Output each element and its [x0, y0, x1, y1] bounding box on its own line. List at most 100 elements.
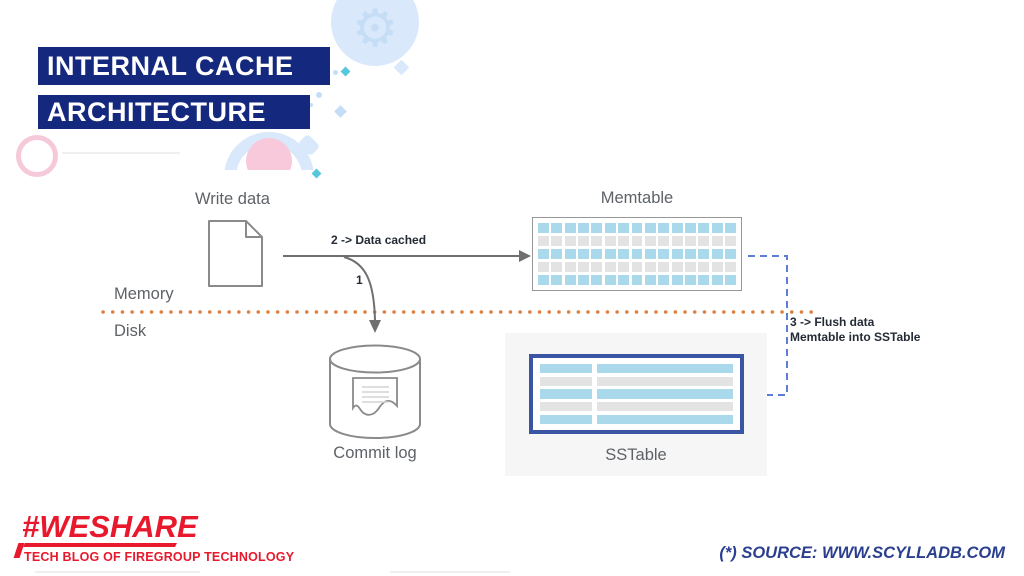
memtable-cell [551, 235, 563, 247]
memtable-grid [538, 223, 736, 285]
faint-line [390, 571, 510, 573]
memtable-cell [631, 248, 643, 260]
sstable-row [540, 364, 733, 374]
memtable-cell [551, 274, 563, 285]
memtable-cell [538, 248, 549, 260]
memtable-cell [618, 274, 630, 285]
arrow2-label: 2 -> Data cached [331, 233, 427, 247]
commit-log-label: Commit log [333, 444, 417, 462]
sstable-cell [597, 364, 733, 374]
memory-label: Memory [114, 285, 174, 303]
sstable-rows [540, 364, 733, 425]
memtable-cell [591, 223, 603, 234]
memtable-cell [725, 248, 736, 260]
source-note: (*) SOURCE: WWW.SCYLLADB.COM [719, 544, 1005, 562]
memtable-cell [685, 261, 696, 273]
sstable-cell [540, 376, 593, 386]
memtable-cell [644, 235, 656, 247]
gear-icon: ⚙ [351, 0, 399, 58]
weshare-underline [23, 543, 177, 547]
memtable-cell [698, 235, 710, 247]
memtable-cell [671, 223, 683, 234]
memtable-cell [604, 235, 616, 247]
memtable-cell [551, 261, 563, 273]
memtable-cell [698, 261, 710, 273]
write-data-label: Write data [195, 190, 270, 208]
memtable-cell [725, 261, 736, 273]
memtable-cell [711, 223, 723, 234]
memtable-cell [564, 274, 576, 285]
sstable-cell [540, 402, 593, 412]
memtable-cell [631, 235, 643, 247]
flush-label-line2: Memtable into SSTable [790, 330, 921, 344]
page-title-line2: ARCHITECTURE [38, 95, 310, 129]
memtable-cell [658, 235, 670, 247]
memtable-cell [671, 235, 683, 247]
memtable-cell [578, 248, 589, 260]
memtable-cell [711, 235, 723, 247]
flush-label-line1: 3 -> Flush data [790, 315, 875, 329]
memtable-cell [604, 261, 616, 273]
memtable-cell [538, 235, 549, 247]
donut-decoration [224, 130, 316, 170]
memtable-cell [725, 274, 736, 285]
page-title-line1: INTERNAL CACHE [38, 47, 330, 85]
memtable-cell [725, 223, 736, 234]
memtable-cell [604, 248, 616, 260]
memtable-cell [618, 235, 630, 247]
donut-pink-circle [246, 138, 292, 170]
memtable-cell [631, 261, 643, 273]
memtable-cell [551, 248, 563, 260]
memtable-cell [631, 274, 643, 285]
memtable-cell [631, 223, 643, 234]
memtable-cell [658, 274, 670, 285]
memtable-cell [618, 248, 630, 260]
memtable-label: Memtable [600, 189, 674, 207]
sstable-cell [597, 376, 733, 386]
sstable-label: SSTable [605, 446, 667, 464]
sstable-cell [540, 414, 593, 425]
memtable-cell [685, 235, 696, 247]
sstable-cell [540, 364, 593, 374]
memtable-cell [671, 261, 683, 273]
diamond-decoration [340, 66, 351, 77]
memtable-cell [644, 223, 656, 234]
memtable-cell [564, 261, 576, 273]
memtable-cell [685, 274, 696, 285]
memtable-cell [658, 248, 670, 260]
memtable-cell [711, 274, 723, 285]
document-icon [208, 220, 263, 287]
sstable-row [540, 376, 733, 386]
memtable-cell [671, 274, 683, 285]
memtable-cell [578, 235, 589, 247]
footer-tagline: TECH BLOG OF FIREGROUP TECHNOLOGY [24, 550, 295, 564]
memtable-cell [591, 274, 603, 285]
database-icon [329, 344, 421, 439]
memtable-cell [551, 223, 563, 234]
memtable-cell [644, 261, 656, 273]
weshare-logo: #WESHARE [22, 509, 198, 544]
memtable-cell [725, 235, 736, 247]
sstable-row [540, 402, 733, 412]
dot-decoration [333, 70, 338, 75]
commit-log-arrow [343, 256, 381, 333]
memtable-cell [564, 248, 576, 260]
dot-decoration [316, 92, 322, 98]
disk-label: Disk [114, 322, 147, 340]
memtable-cell [538, 223, 549, 234]
memtable-cell [698, 248, 710, 260]
memtable-cell [591, 248, 603, 260]
sstable-box [529, 354, 744, 434]
memtable-cell [658, 223, 670, 234]
flush-label: 3 -> Flush data Memtable into SSTable [790, 315, 950, 345]
faint-line [35, 571, 200, 573]
memtable-cell [698, 223, 710, 234]
sstable-row [540, 389, 733, 399]
memtable-cell [578, 261, 589, 273]
diamond-decoration [393, 59, 410, 76]
memtable-cell [685, 248, 696, 260]
memtable-cell [591, 261, 603, 273]
memtable-cell [658, 261, 670, 273]
weshare-underline-tail [13, 543, 25, 558]
